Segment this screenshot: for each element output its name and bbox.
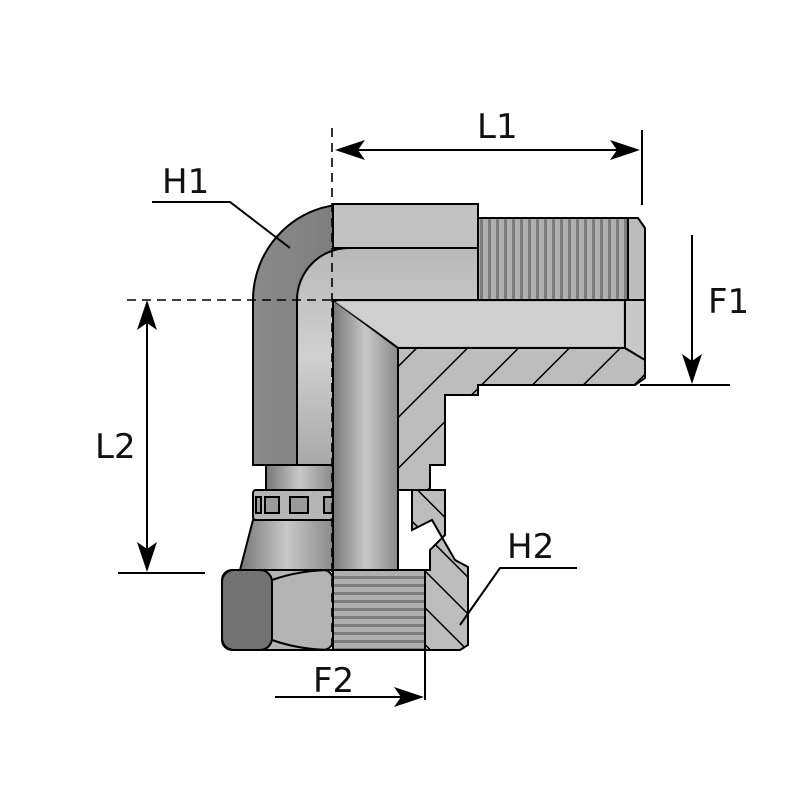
dimension-L2: [118, 300, 205, 574]
label-F1: F1: [708, 282, 749, 322]
nut-section: [411, 489, 469, 651]
nut-hex-curve: [271, 569, 334, 651]
leader-H1: [152, 201, 291, 249]
dimension-L1: [335, 130, 643, 205]
dimension-F1: [640, 235, 730, 386]
elbow-top-band: [332, 203, 479, 249]
ring-slots: [255, 496, 334, 514]
collar-neck: [265, 464, 334, 491]
leader-H2: [459, 567, 577, 626]
nut-cone: [238, 519, 334, 571]
dimension-F2: [275, 650, 426, 707]
nut-hex-face: [221, 569, 273, 651]
label-L2: L2: [95, 427, 136, 467]
male-thread: [477, 217, 629, 301]
label-L1: L1: [477, 107, 518, 147]
bore-end-chamfer: [624, 299, 646, 362]
section-wall: [397, 347, 646, 491]
female-thread: [332, 569, 426, 651]
label-H1: H1: [162, 162, 209, 202]
thread-chamfer: [627, 217, 646, 301]
label-H2: H2: [507, 527, 554, 567]
bore-corner: [335, 302, 623, 346]
label-F2: F2: [313, 661, 354, 701]
